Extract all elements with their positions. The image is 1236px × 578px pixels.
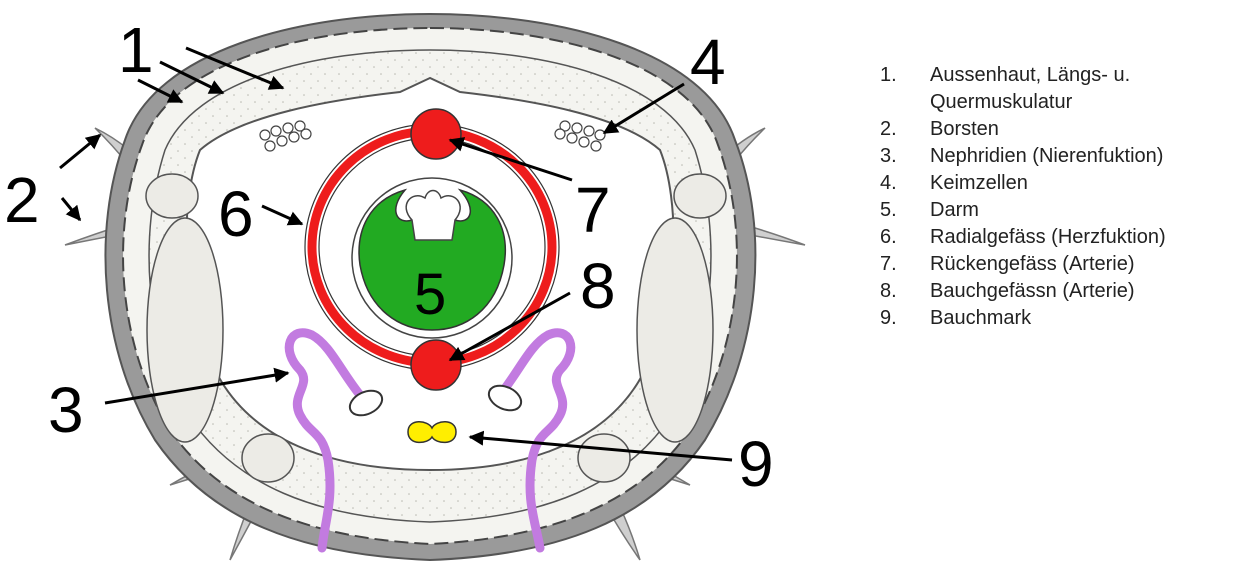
- legend-text: Borsten: [930, 116, 1230, 143]
- legend-item: 5.Darm: [880, 197, 1230, 224]
- callout-8: 8: [580, 250, 616, 322]
- legend-text: Radialgefäss (Herzfuktion): [930, 224, 1230, 251]
- muscle-node-right-bottom: [578, 434, 630, 482]
- arrow-2a: [60, 135, 100, 168]
- ventral-vessel: [411, 340, 461, 390]
- callout-2: 2: [4, 164, 40, 236]
- callout-9: 9: [738, 428, 774, 500]
- legend-index: 4.: [880, 170, 930, 197]
- legend-item: 6.Radialgefäss (Herzfuktion): [880, 224, 1230, 251]
- legend-index: 6.: [880, 224, 930, 251]
- legend-item: 1.Aussenhaut, Längs- u. Quermuskulatur: [880, 62, 1230, 116]
- legend-text: Bauchmark: [930, 305, 1230, 332]
- muscle-node-left-top: [146, 174, 198, 218]
- callout-6: 6: [218, 178, 254, 250]
- callout-1: 1: [118, 14, 154, 86]
- legend-index: 1.: [880, 62, 930, 116]
- arrow-2b: [62, 198, 80, 220]
- legend-index: 9.: [880, 305, 930, 332]
- dorsal-vessel: [411, 109, 461, 159]
- legend-text: Darm: [930, 197, 1230, 224]
- callout-3: 3: [48, 374, 84, 446]
- legend-index: 7.: [880, 251, 930, 278]
- legend-index: 2.: [880, 116, 930, 143]
- legend-text: Nephridien (Nierenfuktion): [930, 143, 1230, 170]
- legend-index: 8.: [880, 278, 930, 305]
- muscle-block-left: [147, 218, 223, 442]
- callout-5: 5: [414, 262, 446, 327]
- legend-item: 4.Keimzellen: [880, 170, 1230, 197]
- earthworm-cross-section-diagram: 1 2 3 4 5 6 7 8 9: [0, 0, 860, 578]
- legend-index: 5.: [880, 197, 930, 224]
- legend-text: Bauchgefässn (Arterie): [930, 278, 1230, 305]
- callout-7: 7: [575, 174, 611, 246]
- legend-item: 7.Rückengefäss (Arterie): [880, 251, 1230, 278]
- legend-item: 8.Bauchgefässn (Arterie): [880, 278, 1230, 305]
- typhlosole: [406, 191, 460, 241]
- muscle-node-right-top: [674, 174, 726, 218]
- legend-index: 3.: [880, 143, 930, 170]
- legend-item: 3.Nephridien (Nierenfuktion): [880, 143, 1230, 170]
- legend-text: Aussenhaut, Längs- u. Quermuskulatur: [930, 62, 1230, 116]
- legend-list: 1.Aussenhaut, Längs- u. Quermuskulatur 2…: [880, 62, 1230, 332]
- muscle-node-left-bottom: [242, 434, 294, 482]
- callout-4: 4: [690, 26, 726, 98]
- legend-item: 2.Borsten: [880, 116, 1230, 143]
- muscle-block-right: [637, 218, 713, 442]
- legend-text: Keimzellen: [930, 170, 1230, 197]
- legend-text: Rückengefäss (Arterie): [930, 251, 1230, 278]
- legend-item: 9.Bauchmark: [880, 305, 1230, 332]
